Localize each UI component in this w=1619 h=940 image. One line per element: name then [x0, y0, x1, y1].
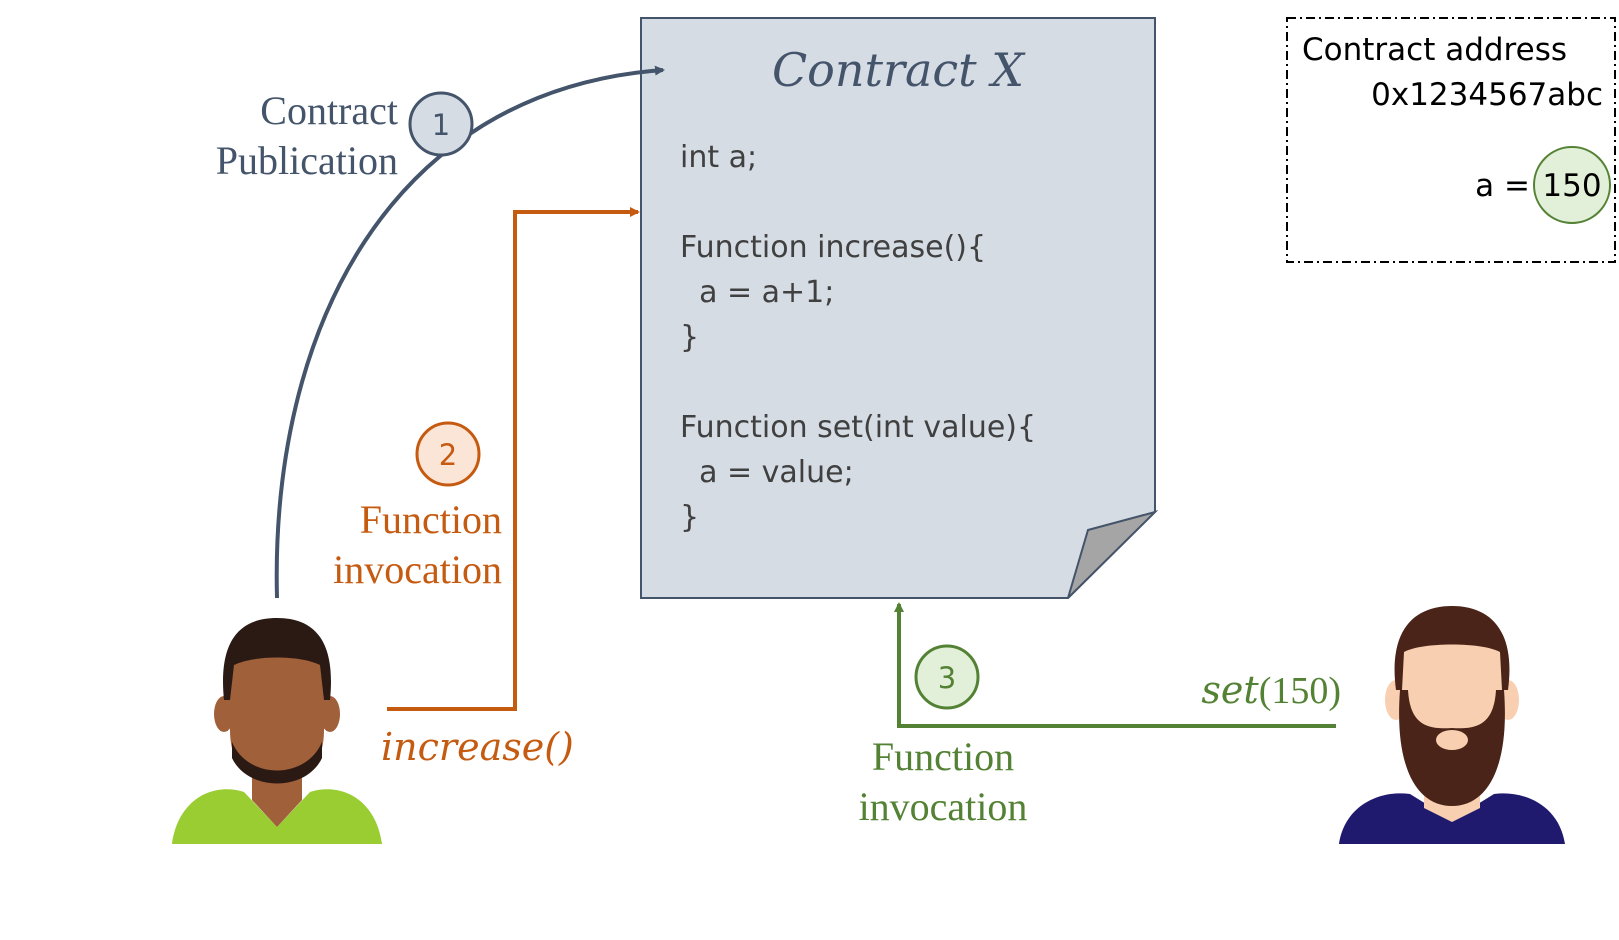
code-line: }	[680, 320, 699, 355]
code-line: a = value;	[680, 455, 854, 490]
step-2-number: 2	[439, 438, 457, 472]
code-line: Function set(int value){	[680, 410, 1036, 445]
step-1-number: 1	[432, 108, 450, 142]
step-2-label-line2: invocation	[333, 547, 502, 592]
code-line: }	[680, 500, 699, 535]
right-user-shirt	[1339, 793, 1565, 844]
code-line: Function increase(){	[680, 230, 986, 265]
set-arrow	[894, 602, 1336, 728]
contract-address-label: Contract address	[1302, 32, 1567, 68]
step-2-label-line1: Function	[360, 497, 502, 542]
step-3-number: 3	[938, 661, 956, 695]
left-user-face	[230, 627, 324, 784]
code-line: a = a+1;	[680, 275, 834, 310]
left-user-hair	[223, 618, 331, 700]
state-box-border	[1286, 17, 1616, 263]
state-variable-label: a =	[1475, 168, 1530, 204]
state-variable-value: 150	[1542, 168, 1601, 204]
set-call-label: set(150)	[1201, 668, 1341, 712]
step-3-label-line2: invocation	[859, 784, 1028, 829]
right-user-mouth	[1436, 730, 1468, 750]
step-2-badge	[415, 421, 481, 487]
contract-title: Contract X	[772, 43, 1026, 97]
code-line: int a;	[680, 140, 757, 175]
user-avatar-right	[1339, 606, 1565, 844]
right-user-hair	[1394, 606, 1510, 690]
left-user-shirt	[172, 789, 382, 844]
increase-arrow	[387, 207, 640, 711]
step-1-label-line2: Publication	[216, 138, 398, 183]
state-value-circle	[1533, 146, 1611, 224]
step-3-badge	[914, 644, 980, 710]
publication-arrow	[274, 65, 665, 599]
user-avatar-left	[172, 618, 382, 844]
step-1-publication: 1 Contract Publication	[216, 65, 665, 599]
left-user-ear-left	[214, 696, 234, 732]
document-dogear	[1067, 510, 1159, 599]
set-call-name: set	[1201, 668, 1259, 712]
step-2-invocation: 2 Function invocation increase()	[333, 207, 640, 769]
left-user-ear-right	[320, 696, 340, 732]
step-1-badge	[408, 91, 474, 157]
set-call-args: (150)	[1259, 670, 1341, 712]
step-3-label-line1: Function	[872, 734, 1014, 779]
step-3-invocation: 3 Function invocation set(150)	[859, 602, 1341, 829]
step-1-label-line1: Contract	[260, 88, 398, 133]
increase-call-label: increase()	[381, 725, 574, 769]
contract-state-box: Contract address 0x1234567abc a = 150	[1286, 17, 1616, 263]
contract-document: Contract X int a; Function increase(){ a…	[640, 17, 1159, 599]
contract-address-value: 0x1234567abc	[1371, 77, 1603, 113]
left-user-beard	[232, 742, 322, 784]
